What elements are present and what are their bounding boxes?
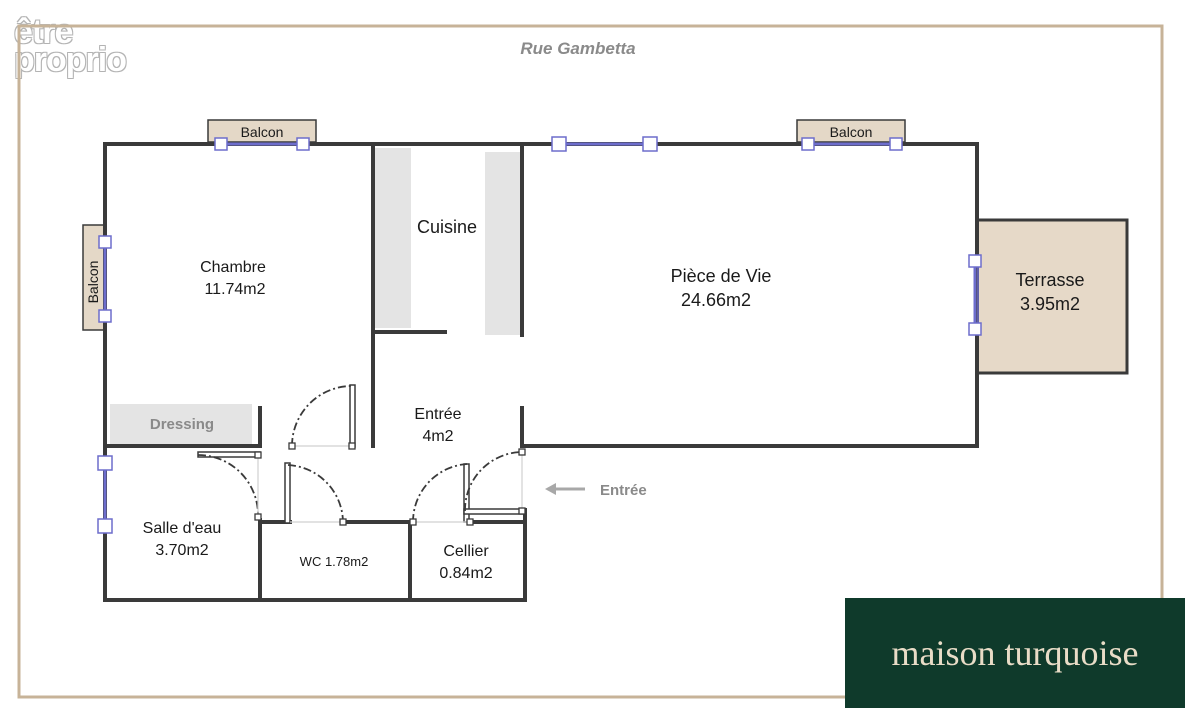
room-name-cuisine: Cuisine xyxy=(417,217,477,237)
door-leaf-chambre xyxy=(349,384,356,448)
balcony-label-top-right: Balcon xyxy=(830,124,873,140)
walls xyxy=(103,142,979,602)
street-label: Rue Gambetta xyxy=(520,39,635,58)
room-label-wc: WC 1.78m2 xyxy=(300,554,369,569)
room-area-entree: 4m2 xyxy=(422,428,453,445)
outer-frame xyxy=(17,24,1164,699)
room-area-chambre: 11.74m2 xyxy=(204,281,265,298)
watermark-logo: être proprio xyxy=(14,13,127,79)
watermark-line2: proprio xyxy=(14,41,127,79)
room-name-entree: Entrée xyxy=(414,406,461,423)
door-leaf-sde xyxy=(197,451,261,458)
entrance-marker-label: Entrée xyxy=(600,482,647,499)
brand-name: maison turquoise xyxy=(891,633,1139,673)
balcony-label-top-left: Balcon xyxy=(241,124,284,140)
dressing-area xyxy=(110,404,252,444)
kitchen-counter-right xyxy=(485,152,520,335)
room-name-salle-deau: Salle d'eau xyxy=(143,520,222,537)
room-area-salle-deau: 3.70m2 xyxy=(155,542,208,559)
room-name-chambre: Chambre xyxy=(200,259,266,276)
swing-chambre xyxy=(291,385,353,447)
swing-entry xyxy=(464,451,523,512)
room-name-terrasse: Terrasse xyxy=(1015,270,1084,290)
swing-sde xyxy=(197,454,259,518)
kitchen-counter-left xyxy=(375,148,411,328)
watermark-line1: être xyxy=(14,13,73,51)
room-area-terrasse: 3.95m2 xyxy=(1020,294,1080,314)
thresholds xyxy=(257,445,523,523)
swing-cellier xyxy=(412,463,468,523)
room-name-piece-de-vie: Pièce de Vie xyxy=(671,266,772,286)
window-frames xyxy=(97,136,982,534)
balcony-label-left: Balcon xyxy=(85,261,101,304)
brand-box: maison turquoise xyxy=(845,598,1185,708)
room-area-piece-de-vie: 24.66m2 xyxy=(681,290,751,310)
hinges xyxy=(254,442,526,526)
door-swings xyxy=(197,385,523,523)
door-leaf-entry xyxy=(463,508,525,515)
swing-wc xyxy=(287,464,344,523)
windows xyxy=(103,142,979,526)
room-name-dressing: Dressing xyxy=(150,416,214,433)
door-leaf-wc xyxy=(284,462,291,524)
room-area-cellier: 0.84m2 xyxy=(439,565,492,582)
terrace-area xyxy=(975,218,1129,375)
entrance-arrow-icon xyxy=(545,483,585,495)
room-name-cellier: Cellier xyxy=(443,543,489,560)
